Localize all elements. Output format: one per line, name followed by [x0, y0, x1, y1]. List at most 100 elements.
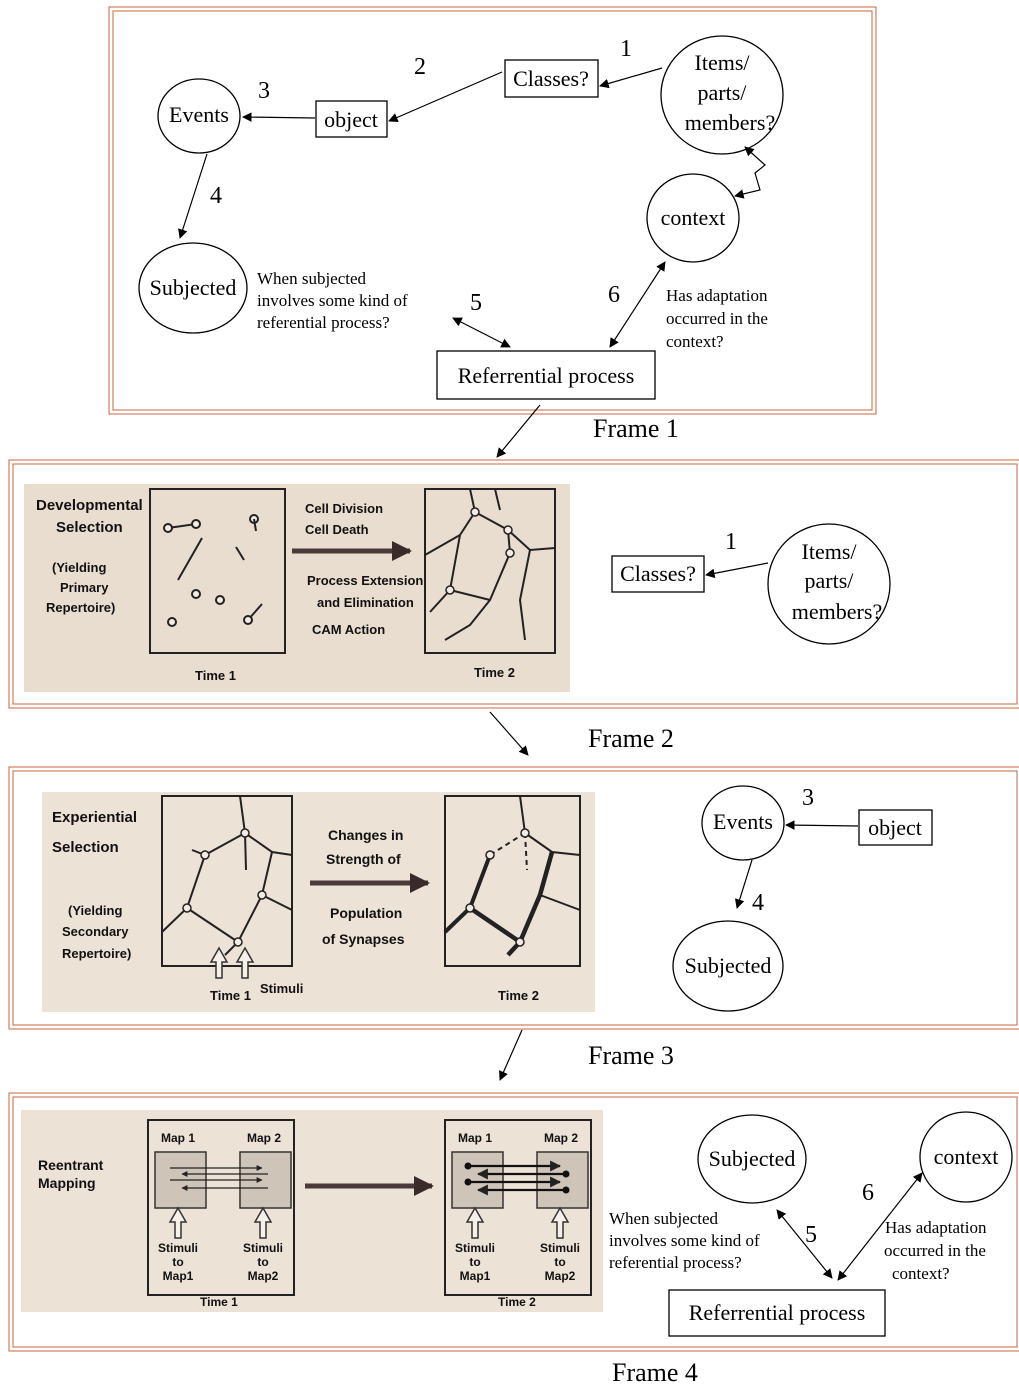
process-line1: Cell Division	[305, 501, 383, 516]
arrow-context-items	[734, 146, 766, 199]
map2-box-t2	[536, 1151, 589, 1209]
time2-label-f3: Time 2	[498, 988, 539, 1003]
frame-2-border-inner	[12, 463, 1018, 705]
step-3: 3	[258, 78, 270, 104]
object-label-f3: object	[868, 815, 922, 840]
time2-label: Time 2	[474, 665, 515, 680]
figure4-heading-line1: Reentrant	[38, 1157, 104, 1173]
subjected-label: Subjected	[150, 275, 237, 300]
map2-label-t2: Map 2	[544, 1131, 578, 1145]
stim2-t2-line1: Stimuli	[540, 1241, 580, 1255]
figure3-sub-line3: Repertoire)	[62, 946, 131, 961]
time1-panel-f3	[161, 795, 293, 967]
referential-box	[436, 350, 656, 400]
note-adaptation-line2: occurred in the	[666, 309, 768, 328]
step-4: 4	[210, 183, 222, 209]
context-label: context	[661, 205, 726, 230]
events-node-f3	[701, 785, 785, 861]
time1-panel-f4	[147, 1119, 295, 1296]
items-label-line3: members?	[685, 110, 775, 135]
events-node	[157, 78, 241, 154]
figure4-heading-line2: Mapping	[38, 1175, 96, 1191]
frame-1-caption: Frame 1	[593, 414, 679, 443]
context-label-f4: context	[934, 1144, 999, 1169]
frame-4-border-outer	[8, 1092, 1019, 1352]
context-node	[646, 173, 740, 263]
frame-4-border-inner	[12, 1096, 1018, 1348]
step-1-f2: 1	[725, 529, 737, 555]
stimuli-arrows	[209, 946, 255, 979]
time1-panel	[149, 488, 286, 654]
experiential-selection-figure: Experiential Selection (Yielding Seconda…	[42, 792, 595, 1012]
arrow-items-to-classes	[599, 67, 663, 89]
items-label-f2-line3: members?	[792, 599, 882, 624]
note-subjected-f4-line1: When subjected	[609, 1209, 719, 1228]
reentrant-mapping-figure: Reentrant Mapping Map 1 Map 2 Stimuli to…	[21, 1110, 603, 1312]
step-3-f3: 3	[802, 785, 814, 811]
process-line5: CAM Action	[312, 622, 385, 637]
frame-2-caption: Frame 2	[588, 724, 674, 753]
stim1-t2-line3: Map1	[460, 1269, 491, 1283]
frame-3-caption: Frame 3	[588, 1041, 674, 1070]
stim2-t2-line3: Map2	[545, 1269, 576, 1283]
transition-arrow-2	[489, 711, 529, 756]
object-label: object	[324, 107, 378, 132]
map1-label-t2: Map 1	[458, 1131, 492, 1145]
time2-panel	[424, 488, 556, 654]
time2-label-f4: Time 2	[498, 1295, 536, 1309]
time2-panel-f4	[444, 1119, 592, 1296]
stim1-line2: to	[172, 1255, 183, 1269]
stim2-line1: Stimuli	[243, 1241, 283, 1255]
classes-box-f2	[611, 555, 705, 593]
stim2-t2-line2: to	[554, 1255, 565, 1269]
time1-label-f4: Time 1	[200, 1295, 238, 1309]
referential-box-f4	[668, 1289, 886, 1337]
subjected-label-f3: Subjected	[685, 953, 772, 978]
frame-4-caption: Frame 4	[612, 1358, 698, 1387]
process3-line3: Population	[330, 905, 402, 921]
referential-label-f4: Referrential process	[689, 1300, 866, 1325]
process-line2: Cell Death	[305, 522, 369, 537]
note-subjected-line3: referential process?	[257, 313, 390, 332]
note-subjected-f4-line3: referential process?	[609, 1253, 742, 1272]
items-label-line2: parts/	[698, 80, 748, 105]
items-node-f2	[767, 523, 891, 645]
arrow-items-to-classes-f2	[705, 562, 769, 579]
arrow-classes-to-object	[388, 71, 503, 122]
figure3-heading-line2: Selection	[52, 839, 119, 856]
classes-box	[504, 59, 599, 98]
figure-paper-f4	[21, 1110, 603, 1312]
figure-sub-line2: Primary	[60, 580, 109, 595]
developmental-selection-figure: Developmental Selection (Yielding Primar…	[24, 484, 570, 692]
frame-2-border-outer	[8, 459, 1019, 709]
transition-arrow-3	[499, 1029, 523, 1081]
events-label: Events	[169, 102, 229, 127]
subjected-node-f4	[697, 1114, 807, 1204]
time2-network-f3	[443, 795, 581, 957]
items-label-f2-line2: parts/	[805, 568, 855, 593]
process-line4: and Elimination	[317, 595, 414, 610]
arrow-events-to-subjected-f3	[734, 859, 753, 909]
note-adaptation-f4-line1: Has adaptation	[885, 1218, 987, 1237]
frame-1-border-outer	[108, 6, 877, 415]
process3-line4: of Synapses	[322, 931, 405, 947]
frame-3-border-inner	[12, 770, 1018, 1026]
note-subjected-f4-line2: involves some kind of	[609, 1231, 760, 1250]
object-box-f3	[858, 809, 933, 846]
arrow-object-to-events	[242, 112, 316, 122]
stim1-t2-line2: to	[469, 1255, 480, 1269]
figure-heading-line1: Developmental	[36, 497, 143, 514]
note-adaptation-f4-line2: occurred in the	[884, 1241, 986, 1260]
figure3-sub-line1: (Yielding	[68, 903, 122, 918]
events-label-f3: Events	[713, 809, 773, 834]
referential-label: Referrential process	[458, 363, 635, 388]
figure-sub-line1: (Yielding	[52, 560, 106, 575]
time2-panel-f3	[444, 795, 581, 967]
frame-1: Classes? Items/ parts/ members? object E…	[108, 6, 877, 415]
stim2-line3: Map2	[248, 1269, 279, 1283]
arrow-referential-context-f4	[837, 1172, 923, 1281]
step-5: 5	[470, 290, 482, 316]
map1-label: Map 1	[161, 1131, 195, 1145]
time1-label-f3: Time 1	[210, 988, 251, 1003]
process-line3: Process Extension	[307, 573, 423, 588]
